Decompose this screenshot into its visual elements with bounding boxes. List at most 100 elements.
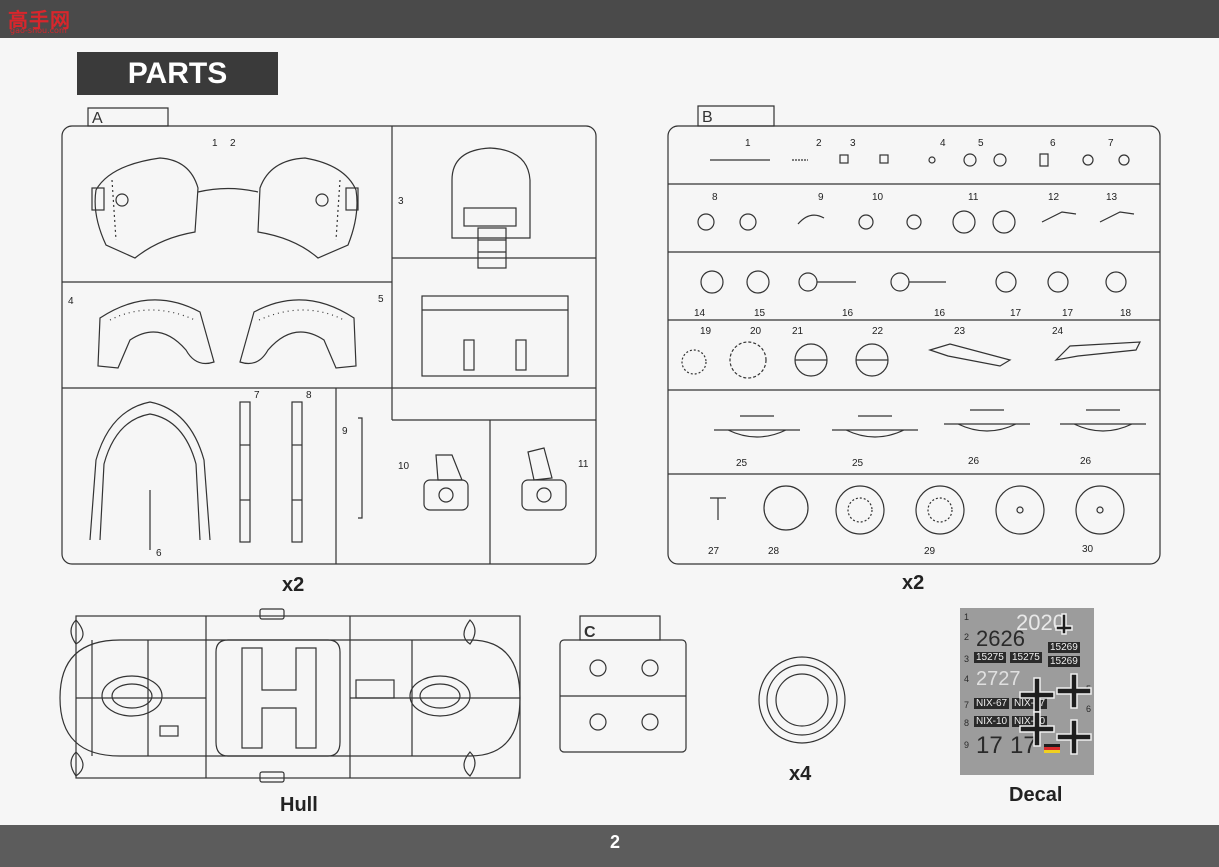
decal-row-number: 7 xyxy=(964,700,970,710)
part-b23 xyxy=(928,343,1012,367)
part-b11 xyxy=(952,210,976,234)
sprue-a-letter: A xyxy=(92,110,103,127)
part-b26 xyxy=(944,409,1030,432)
part-b29 xyxy=(835,485,885,535)
sprue-b-numbers: 1 2 3 4 5 6 7 8 9 10 11 12 13 14 15 16 1… xyxy=(694,138,1132,557)
decal-marking: 2727 xyxy=(976,668,1021,690)
part-b18 xyxy=(1105,271,1127,293)
part-number: 12 xyxy=(1048,192,1060,203)
part-number: 8 xyxy=(306,390,312,401)
part-a9 xyxy=(358,417,363,519)
part-a8 xyxy=(291,401,303,543)
part-number: 6 xyxy=(1050,138,1056,149)
part-a10 xyxy=(423,454,469,511)
part-number: 10 xyxy=(398,461,410,472)
part-number: 4 xyxy=(940,138,946,149)
sprue-gate-a12 xyxy=(197,187,259,193)
part-number: 27 xyxy=(708,546,720,557)
part-b17 xyxy=(995,271,1017,293)
hull-label: Hull xyxy=(280,794,318,816)
hull-part xyxy=(59,608,521,783)
part-a3 xyxy=(421,147,569,377)
part-number: 24 xyxy=(1052,326,1064,337)
decal-marking: NIX-67 xyxy=(1012,698,1048,709)
decal-row-number: 3 xyxy=(964,654,970,664)
sprue-b-letter: B xyxy=(702,109,713,126)
page-number: 2 xyxy=(609,832,620,852)
part-number: 22 xyxy=(872,326,884,337)
sprue-a-quantity: x2 xyxy=(282,574,305,596)
decal-marking: 2020 xyxy=(1016,610,1065,635)
part-a4 xyxy=(97,299,215,369)
part-number: 7 xyxy=(254,390,260,401)
part-number: 15 xyxy=(754,308,766,319)
site-logo[interactable]: 高手网 gao-shou.com xyxy=(6,4,76,36)
part-number: 14 xyxy=(694,308,706,319)
tires-quantity: x4 xyxy=(789,763,812,785)
decal-marking: 2626 xyxy=(976,626,1025,651)
part-b14 xyxy=(700,270,724,294)
sprue-b-frame xyxy=(667,105,1161,565)
part-number: 1 xyxy=(745,138,751,149)
part-b4 xyxy=(928,156,936,164)
part-number: 25 xyxy=(736,458,748,469)
part-number: 23 xyxy=(954,326,966,337)
sprue-a-numbers: 1 2 3 4 5 6 7 8 9 10 11 xyxy=(68,138,589,559)
part-number: 3 xyxy=(850,138,856,149)
part-a2 xyxy=(257,157,359,259)
decal-marking: 15275 xyxy=(974,652,1006,663)
part-number: 5 xyxy=(378,294,384,305)
decal-row-number: 4 xyxy=(964,674,970,684)
part-number: 13 xyxy=(1106,192,1118,203)
part-b15 xyxy=(746,270,770,294)
part-number: 26 xyxy=(968,456,980,467)
part-number: 8 xyxy=(712,192,718,203)
part-b19 xyxy=(681,349,707,375)
sprue-a-frame xyxy=(61,107,597,565)
decal-crosses xyxy=(1019,613,1092,755)
decal-marking: NIX-67 xyxy=(974,698,1010,709)
decal-marking: 15269 xyxy=(1048,656,1080,667)
decal-row-number: 6 xyxy=(1086,704,1092,714)
part-number: 16 xyxy=(842,308,854,319)
part-b16 xyxy=(798,272,818,292)
part-number: 30 xyxy=(1082,544,1094,555)
part-b27 xyxy=(710,497,726,520)
decal-marking: 17 xyxy=(1010,732,1037,759)
part-b10 xyxy=(858,214,874,230)
part-number: 20 xyxy=(750,326,762,337)
part-number: 26 xyxy=(1080,456,1092,467)
part-a1 xyxy=(91,157,199,259)
part-number: 1 xyxy=(212,138,218,149)
part-number: 7 xyxy=(1108,138,1114,149)
part-b28 xyxy=(763,485,809,531)
logo-url: gao-shou.com xyxy=(10,26,67,35)
decal-marking: 17 xyxy=(976,732,1003,759)
part-number: 2 xyxy=(816,138,822,149)
decal-row-number: 2 xyxy=(964,632,970,642)
sprue-c-letter: C xyxy=(584,624,596,641)
sprue-c xyxy=(559,615,687,753)
part-number: 28 xyxy=(768,546,780,557)
part-b13 xyxy=(1099,211,1135,223)
part-number: 3 xyxy=(398,196,404,207)
decal-marking: 15275 xyxy=(1010,652,1042,663)
part-number: 17 xyxy=(1062,308,1074,319)
part-number: 9 xyxy=(818,192,824,203)
part-number: 6 xyxy=(156,548,162,559)
part-number: 2 xyxy=(230,138,236,149)
part-number: 29 xyxy=(924,546,936,557)
part-number: 16 xyxy=(934,308,946,319)
part-number: 11 xyxy=(968,192,979,203)
part-a7 xyxy=(239,401,251,543)
part-number: 10 xyxy=(872,192,884,203)
part-b6 xyxy=(1039,153,1049,167)
decal-marking: NIX-10 xyxy=(1012,716,1048,727)
part-b24 xyxy=(1054,341,1141,361)
tire-part xyxy=(758,656,846,744)
part-number: 4 xyxy=(68,296,74,307)
decal-label: Decal xyxy=(1009,784,1063,806)
decal-marking: 15269 xyxy=(1048,642,1080,653)
part-b5 xyxy=(963,153,977,167)
